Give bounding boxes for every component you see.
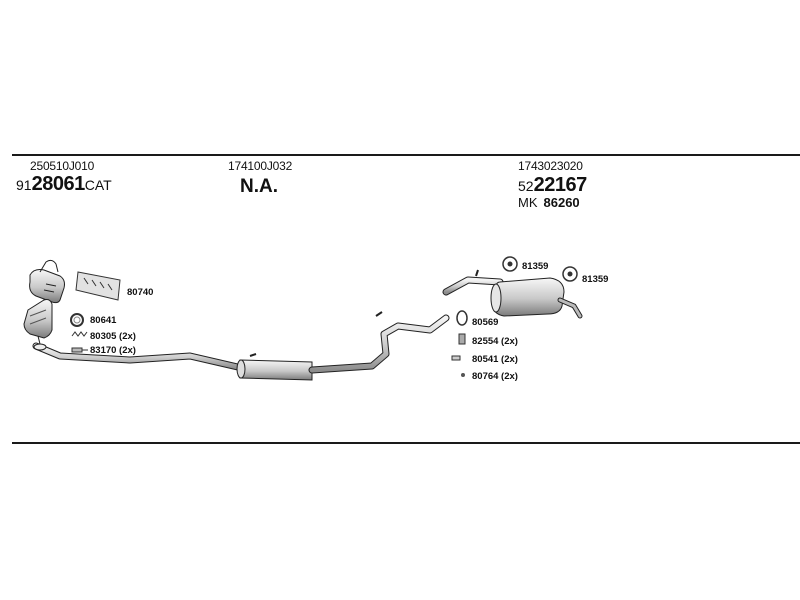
rubber-mount-icon xyxy=(502,256,518,272)
code-suffix: CAT xyxy=(84,177,112,193)
code-prefix: 91 xyxy=(16,177,32,193)
part-label-80541: 80541 (2x) xyxy=(472,354,518,365)
part-label-80740: 80740 xyxy=(127,287,154,298)
catalytic-converter-icon xyxy=(23,259,65,349)
oem-number-catalyst: 250510J010 xyxy=(30,159,95,173)
spring-icon xyxy=(71,331,88,337)
nut-icon xyxy=(451,355,461,361)
rear-silencer-icon xyxy=(442,269,583,319)
part-label-82554: 82554 (2x) xyxy=(472,336,518,347)
part-label-80764: 80764 (2x) xyxy=(472,371,518,382)
part-label-81359-rear: 81359 xyxy=(582,274,609,285)
bolt-icon xyxy=(461,373,465,377)
part-label-81359-front: 81359 xyxy=(522,261,549,272)
top-divider xyxy=(12,154,800,156)
part-label-80305: 80305 (2x) xyxy=(90,331,136,342)
bottom-divider xyxy=(12,442,800,444)
code-prefix: 52 xyxy=(518,178,534,194)
rubber-mount-icon xyxy=(562,266,578,282)
oem-number-middle-silencer: 174100J032 xyxy=(228,159,293,173)
ring-seal-icon xyxy=(70,313,84,327)
clamp-icon xyxy=(456,310,468,326)
gasket-icon xyxy=(75,271,121,301)
code-main: 28061 xyxy=(31,173,86,195)
mounting-kit-prefix: MK xyxy=(518,195,538,210)
mounting-kit-number: 86260 xyxy=(543,195,580,210)
front-pipe xyxy=(32,342,246,372)
not-available-label: N.A. xyxy=(240,176,278,197)
mounting-kit-code: MK 86260 xyxy=(518,196,580,209)
part-code-rear-silencer: 5222167 xyxy=(518,175,587,195)
part-label-80569: 80569 xyxy=(472,317,499,328)
hanger-icon xyxy=(458,333,466,345)
oem-number-rear-silencer: 1743023020 xyxy=(518,159,583,173)
part-label-83170: 83170 (2x) xyxy=(90,345,136,356)
intermediate-pipe xyxy=(308,311,450,374)
bolt-icon xyxy=(71,347,88,353)
code-main: 22167 xyxy=(533,174,588,196)
part-code-catalyst: 9128061CAT xyxy=(16,174,112,194)
middle-silencer-icon xyxy=(236,353,313,381)
part-label-80641: 80641 xyxy=(90,315,117,326)
